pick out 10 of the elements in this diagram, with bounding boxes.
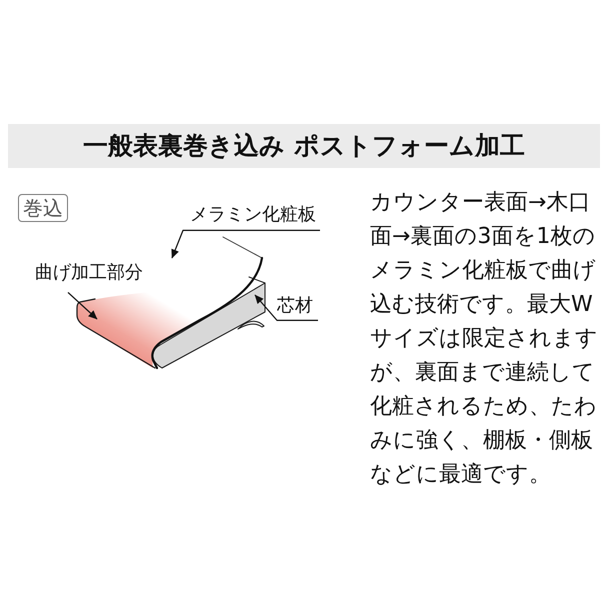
callout-label: 芯材 — [277, 294, 313, 318]
callout-label: メラミン化粧板 — [190, 203, 316, 226]
callout-label: 曲げ加工部分 — [35, 261, 143, 284]
tag-label: 巻込 — [18, 194, 68, 222]
laminate-sheet — [151, 236, 264, 370]
title-banner: 一般表裏巻き込み ポストフォーム加工 — [8, 124, 600, 168]
description-text: カウンター表面→木口面→裏面の3面を1枚のメラミン化粧板で曲げ込む技術です。最大Wサイズは限定されますが、裏面まで連続して化粧されるため、たわみに強く、棚板・側板などに最適です。 — [370, 189, 598, 489]
leader-line — [171, 230, 320, 258]
leader-line — [254, 294, 318, 321]
core-material — [152, 276, 266, 368]
